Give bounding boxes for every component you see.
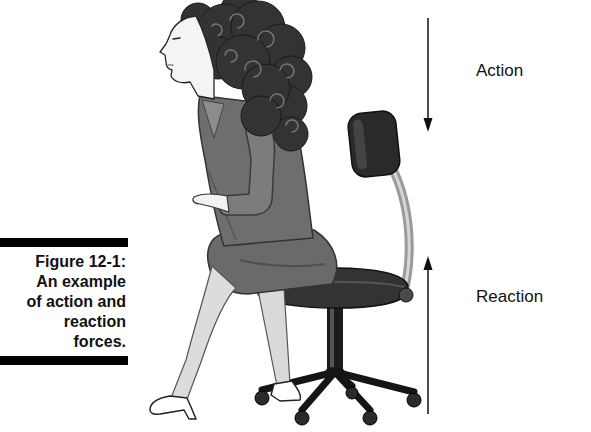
figure-caption: Figure 12-1: An example of action and re…	[26, 252, 126, 352]
force-label: Action	[476, 61, 523, 81]
caption-bar	[0, 238, 128, 247]
force-label: Reaction	[476, 287, 543, 307]
action-arrow	[424, 18, 433, 132]
reaction-arrow	[424, 256, 433, 414]
seated-woman	[150, 0, 337, 419]
caption-bar	[0, 356, 128, 365]
